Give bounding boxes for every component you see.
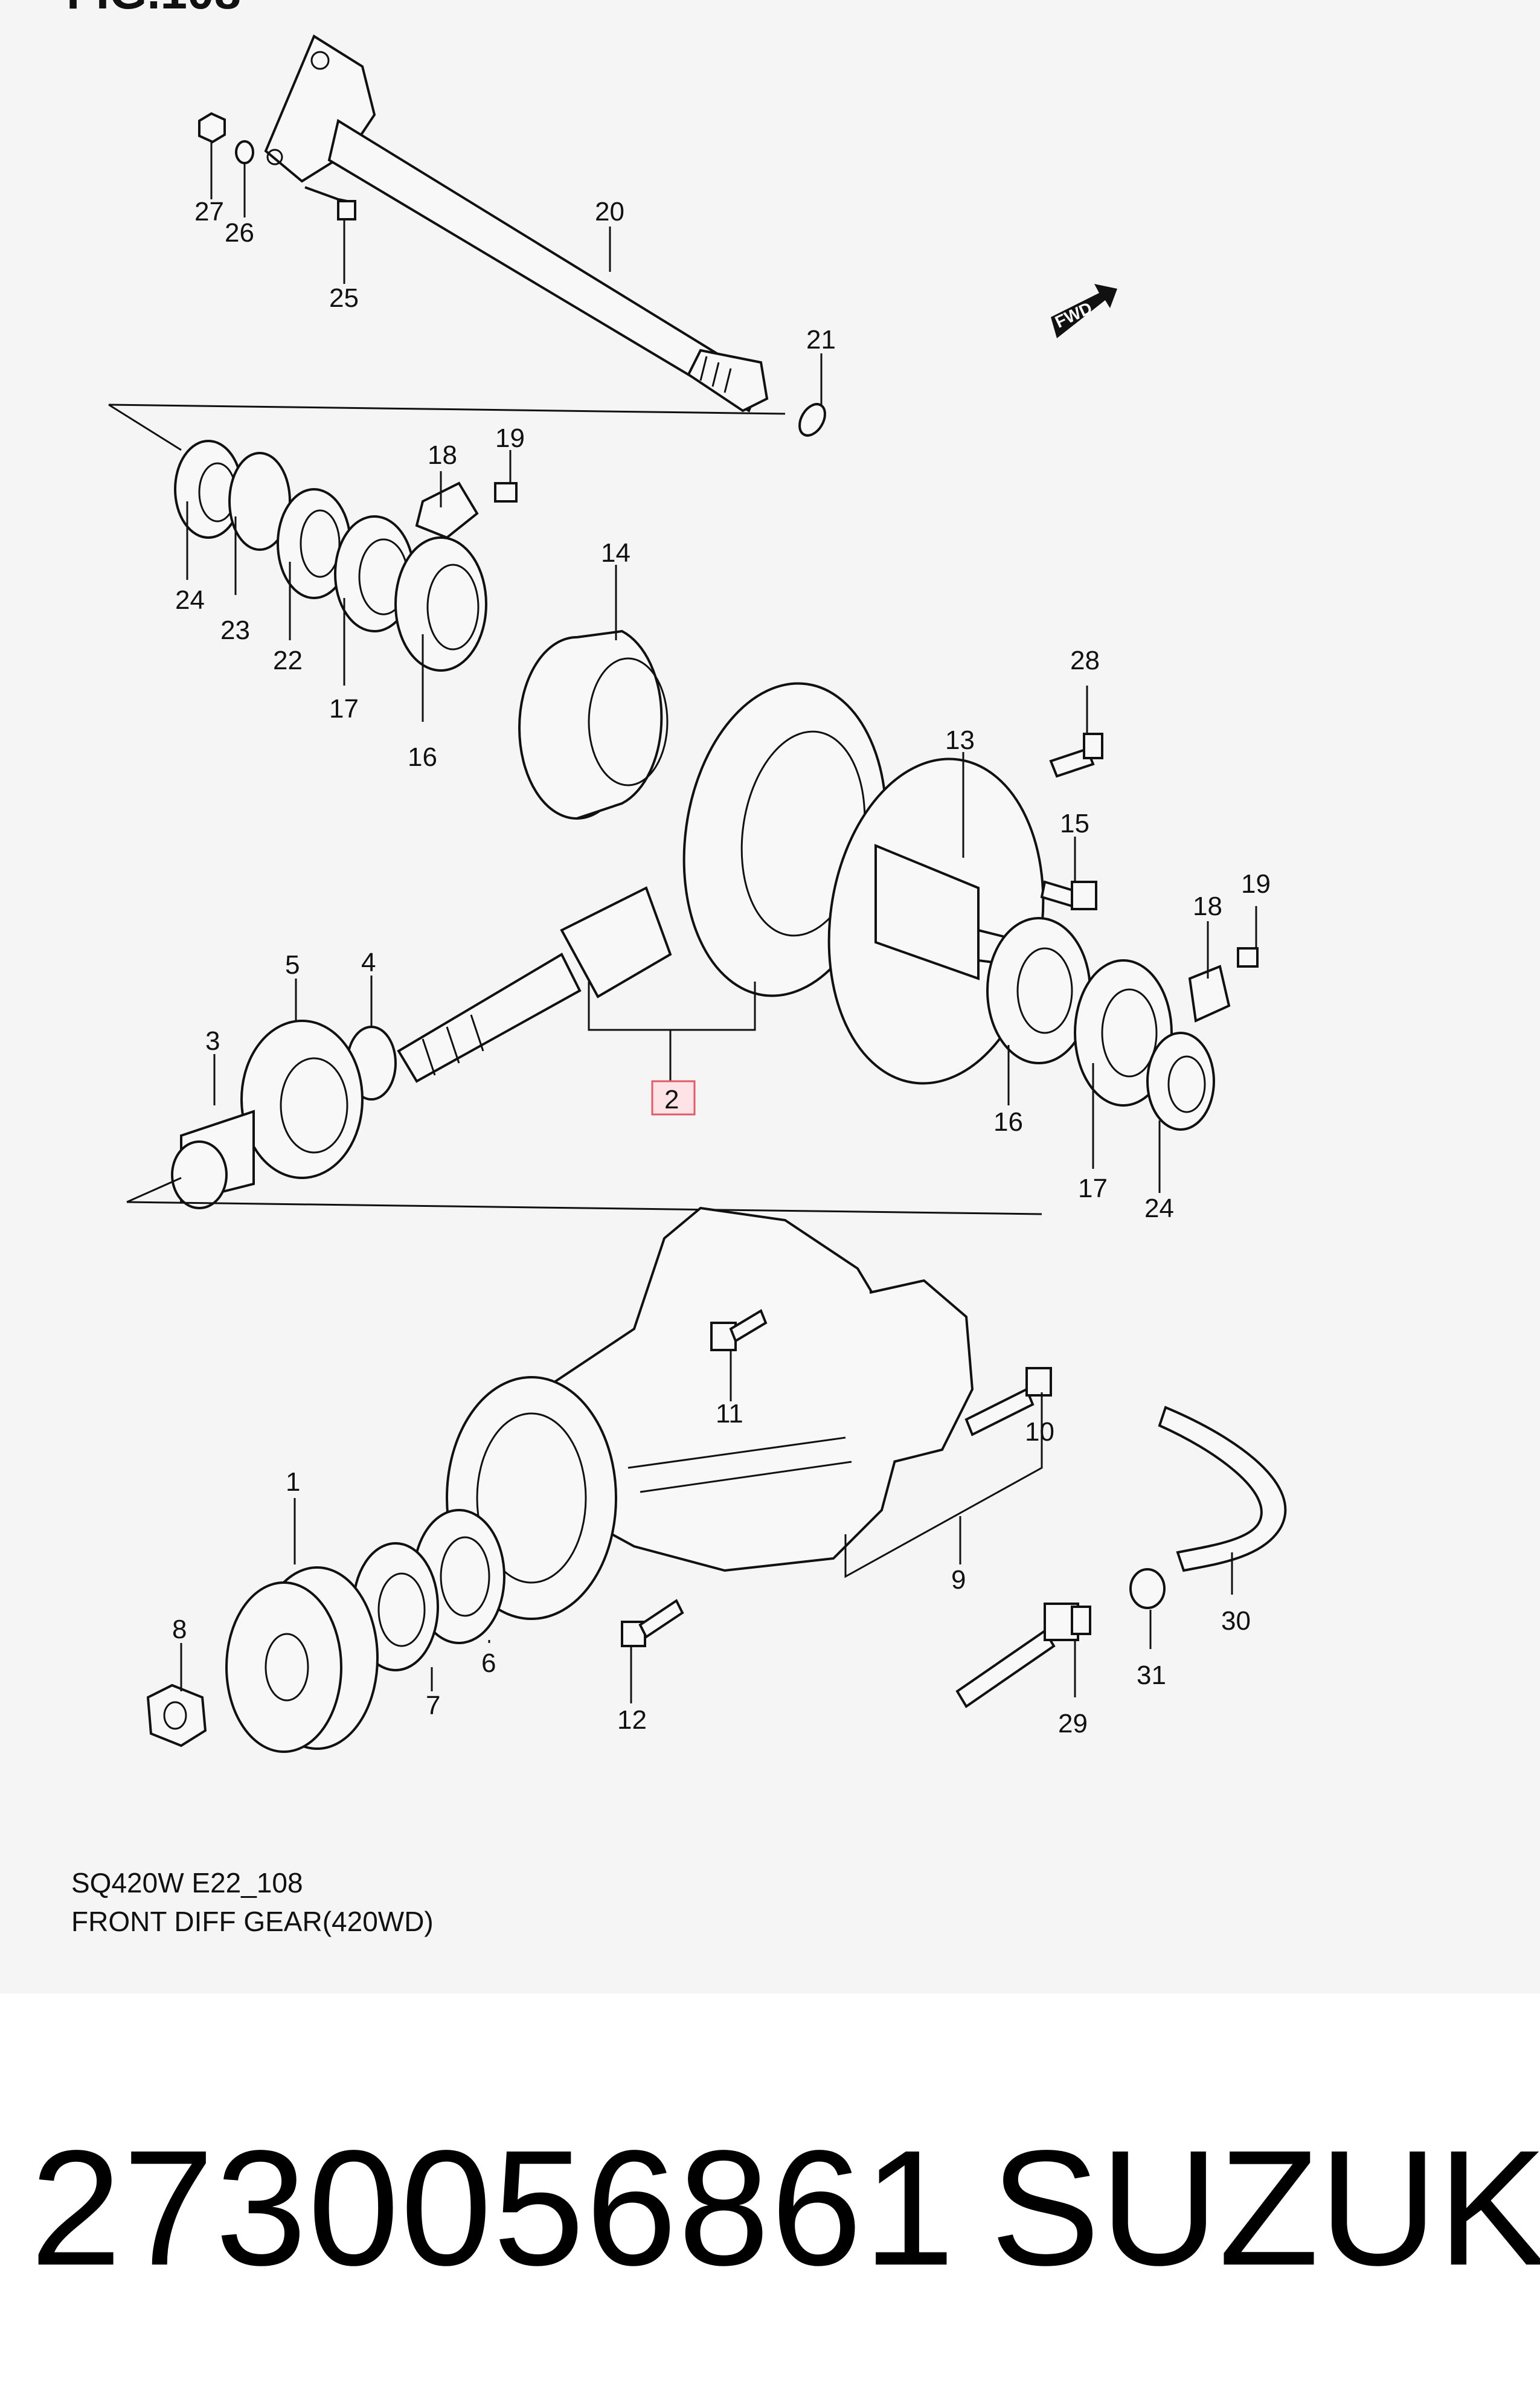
bolt-25-part[interactable] [304, 186, 356, 220]
callout-3[interactable]: 3 [205, 1026, 220, 1056]
callout-14[interactable]: 14 [601, 538, 630, 568]
hose-30-part[interactable] [1158, 1406, 1287, 1572]
bolt-11-part[interactable] [710, 1309, 768, 1351]
bearing-22-part[interactable] [277, 488, 351, 599]
bearing-14-part[interactable] [518, 629, 669, 820]
callout-21[interactable]: 21 [806, 325, 836, 355]
callout-27[interactable]: 27 [194, 197, 224, 227]
diagram-panel: FIG.108 [66, 0, 1287, 1941]
callout-20[interactable]: 20 [595, 197, 624, 227]
callout-1[interactable]: 1 [286, 1467, 300, 1497]
callout-22[interactable]: 22 [273, 646, 303, 675]
lock-plate-18a-part[interactable] [415, 481, 479, 539]
bolt-12-part[interactable] [621, 1599, 684, 1647]
breather-29-part[interactable] [955, 1603, 1091, 1708]
figure-label: FIG.108 [66, 0, 241, 19]
callout-16-upper[interactable]: 16 [408, 742, 437, 772]
callout-31[interactable]: 31 [1137, 1661, 1166, 1690]
nut-8-part[interactable] [146, 1683, 207, 1747]
callout-11[interactable]: 11 [716, 1399, 743, 1429]
oring-21-part[interactable] [794, 400, 830, 440]
callout-30[interactable]: 30 [1221, 1606, 1251, 1636]
bolt-28-part[interactable] [1049, 733, 1103, 778]
callout-16-lower[interactable]: 16 [993, 1107, 1023, 1137]
callout-labels: 20 27 26 25 21 18 19 24 23 22 17 16 14 2… [172, 197, 1271, 1738]
callout-2[interactable]: 2 [664, 1085, 679, 1114]
highlighted-callout-box[interactable] [651, 1080, 696, 1116]
brand-name: SUZUKI [990, 2116, 1540, 2300]
callout-18-upper[interactable]: 18 [428, 440, 457, 470]
callout-8[interactable]: 8 [172, 1615, 187, 1644]
bolt-19a-part[interactable] [494, 482, 518, 503]
callout-6[interactable]: 6 [481, 1648, 496, 1678]
model-code: SQ420W E22_108 [71, 1867, 303, 1898]
callout-7[interactable]: 7 [426, 1691, 440, 1720]
washer-26-part[interactable] [235, 140, 254, 164]
leader-lines [180, 142, 1257, 1703]
callout-15[interactable]: 15 [1060, 809, 1089, 838]
callout-18-lower[interactable]: 18 [1193, 892, 1222, 921]
callout-24-lower[interactable]: 24 [1144, 1194, 1174, 1223]
bolt-15-part[interactable] [1040, 880, 1097, 910]
axle-shaft-part[interactable] [264, 34, 769, 413]
assembly-name: FRONT DIFF GEAR(420WD) [71, 1906, 434, 1937]
diagram-caption: SQ420W E22_108 FRONT DIFF GEAR(420WD) [71, 1863, 434, 1941]
clip-31-part[interactable] [1129, 1568, 1166, 1609]
bearing-5-part[interactable] [240, 1020, 364, 1179]
diff-housing-part[interactable] [446, 1206, 974, 1620]
exploded-parts-diagram: FIG.108 [66, 0, 1287, 1753]
callout-17-lower[interactable]: 17 [1078, 1174, 1108, 1203]
callout-5[interactable]: 5 [285, 950, 300, 980]
lock-plate-18b-part[interactable] [1188, 965, 1231, 1023]
callout-25[interactable]: 25 [329, 283, 359, 313]
callout-17-upper[interactable]: 17 [329, 694, 359, 724]
flange-1-part[interactable] [225, 1566, 379, 1753]
callout-10[interactable]: 10 [1025, 1417, 1054, 1447]
callout-26[interactable]: 26 [225, 218, 254, 248]
callout-23[interactable]: 23 [220, 616, 250, 645]
callout-24-upper[interactable]: 24 [175, 585, 205, 615]
nut-27-part[interactable] [198, 112, 226, 144]
fwd-label: FWD [1052, 298, 1095, 332]
callout-4[interactable]: 4 [361, 948, 376, 977]
bearing-16a-part[interactable] [394, 536, 487, 672]
callout-29[interactable]: 29 [1058, 1709, 1088, 1738]
oil-seal-24b-part[interactable] [1146, 1032, 1215, 1131]
callout-19-lower[interactable]: 19 [1241, 869, 1271, 899]
spacer-3-part[interactable] [171, 1110, 255, 1209]
drive-pinion-part[interactable] [397, 886, 672, 1083]
callout-28[interactable]: 28 [1070, 646, 1100, 675]
bolt-19b-part[interactable] [1237, 947, 1259, 968]
callout-9[interactable]: 9 [951, 1565, 966, 1595]
bolt-10-part[interactable] [964, 1367, 1052, 1436]
callout-19-upper[interactable]: 19 [495, 423, 525, 453]
callout-12[interactable]: 12 [617, 1705, 647, 1735]
callout-13[interactable]: 13 [945, 725, 975, 755]
part-number: 2730056861 [30, 2116, 956, 2300]
fwd-arrow-icon: FWD [1051, 284, 1117, 338]
